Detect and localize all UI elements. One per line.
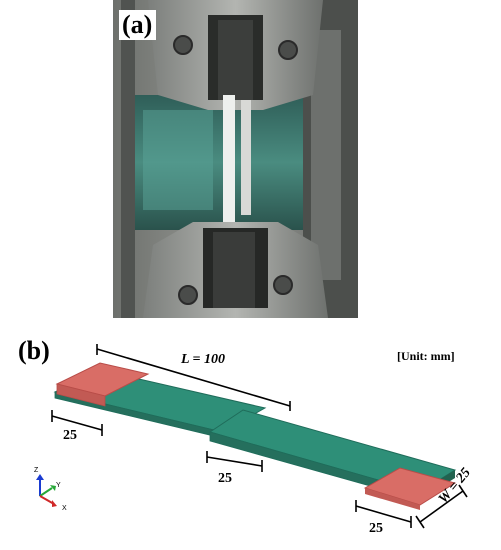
specimen	[223, 95, 235, 230]
bolt-icon	[273, 275, 293, 295]
axis-x-label: X	[62, 505, 67, 512]
specimen-schematic: (b)	[0, 330, 501, 550]
tensile-machine-illustration	[113, 0, 358, 318]
lap-joint-diagram	[36, 344, 468, 529]
axis-y-label: Y	[56, 482, 61, 489]
panel-label-b: (b)	[18, 336, 50, 365]
overlap-dimension-label: 25	[218, 471, 232, 486]
panel-label-a: (a)	[119, 10, 157, 40]
bolt-icon	[173, 35, 193, 55]
tensile-test-photo: (a)	[113, 0, 358, 318]
axis-z-label: Z	[34, 467, 39, 474]
dimension-lines	[51, 344, 468, 529]
coordinate-axes-icon	[36, 474, 57, 507]
bolt-icon	[278, 40, 298, 60]
bolt-icon	[178, 285, 198, 305]
tab-left-dimension-label: 25	[63, 428, 77, 443]
unit-note: [Unit: mm]	[397, 349, 455, 363]
length-dimension-label: L = 100	[181, 352, 226, 367]
tab-right-dimension-label: 25	[369, 521, 383, 536]
